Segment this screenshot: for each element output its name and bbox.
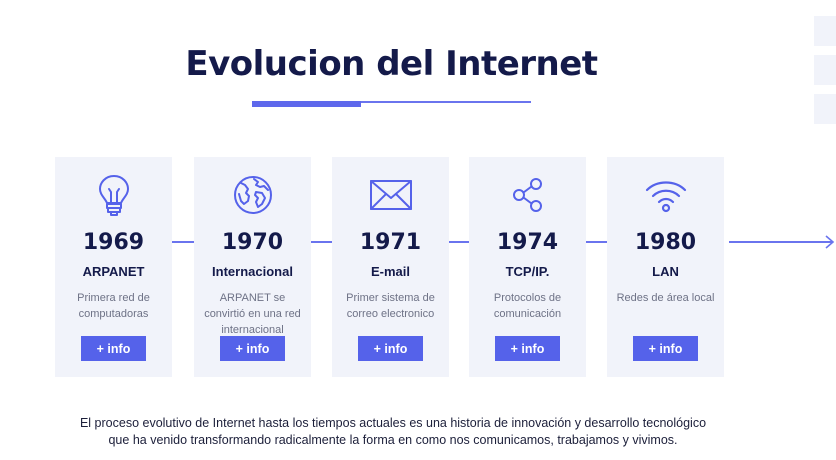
wifi-icon	[607, 173, 724, 217]
milestone-description: Primer sistema de correo electronico	[346, 292, 435, 320]
more-info-button[interactable]: + info	[81, 336, 146, 361]
footer-line-2: que ha venido transformando radicalmente…	[108, 433, 678, 447]
milestone-name: Internacional	[212, 264, 293, 279]
more-info-button[interactable]: + info	[633, 336, 698, 361]
timeline-connector	[172, 241, 194, 243]
milestone-name: E-mail	[370, 264, 410, 279]
more-info-button[interactable]: + info	[358, 336, 423, 361]
milestone-description: Redes de área local	[616, 292, 715, 304]
milestone-year: 1969	[82, 230, 145, 255]
milestone-card-1974: 1974 TCP/IP. Protocolos de comunicación …	[469, 157, 586, 377]
title-underline	[252, 101, 531, 103]
milestone-description: ARPANET se convirtió en una red internac…	[204, 292, 301, 336]
timeline-arrow-icon	[729, 235, 835, 249]
lightbulb-icon	[55, 173, 172, 217]
milestone-year: 1971	[359, 230, 422, 255]
side-tab-2[interactable]	[814, 55, 836, 85]
footer-line-1: El proceso evolutivo de Internet hasta l…	[79, 416, 707, 430]
timeline-connector	[448, 241, 469, 243]
milestone-year: 1974	[496, 230, 559, 255]
milestone-description: Primera red de computadoras	[77, 292, 150, 320]
side-tab-1[interactable]	[814, 16, 836, 46]
more-info-button[interactable]: + info	[220, 336, 285, 361]
milestone-name: LAN	[652, 264, 679, 279]
milestone-year: 1970	[221, 230, 284, 255]
milestone-description: Protocolos de comunicación	[493, 292, 562, 320]
milestone-card-1980: 1980 LAN Redes de área local + info	[607, 157, 724, 377]
milestone-card-1971: 1971 E-mail Primer sistema de correo ele…	[332, 157, 449, 377]
milestone-name: ARPANET	[82, 264, 145, 279]
milestone-card-1970: 1970 Internacional ARPANET se convirtió …	[194, 157, 311, 377]
footer-text: El proceso evolutivo de Internet hasta l…	[0, 415, 786, 449]
milestone-name: TCP/IP.	[505, 264, 550, 279]
globe-icon	[194, 173, 311, 217]
milestone-year: 1980	[634, 230, 697, 255]
title-underline-accent	[252, 101, 361, 107]
more-info-button[interactable]: + info	[495, 336, 560, 361]
envelope-icon	[332, 173, 449, 217]
page-title: Evolucion del Internet	[185, 44, 598, 84]
share-icon	[469, 173, 586, 217]
milestone-card-1969: 1969 ARPANET Primera red de computadoras…	[55, 157, 172, 377]
timeline-connector	[586, 241, 607, 243]
side-tab-3[interactable]	[814, 94, 836, 124]
timeline-connector	[310, 241, 332, 243]
